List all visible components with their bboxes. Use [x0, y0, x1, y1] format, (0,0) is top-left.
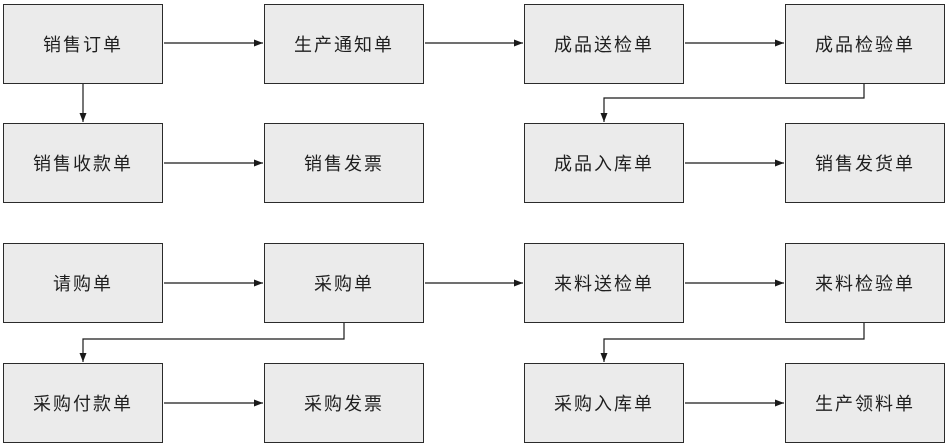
node-sales-invoice: 销售发票 — [264, 123, 424, 203]
node-purchase-invoice: 采购发票 — [264, 363, 424, 443]
node-sales-delivery-note: 销售发货单 — [785, 123, 945, 203]
node-sales-receipt: 销售收款单 — [3, 123, 163, 203]
node-purchase-payment: 采购付款单 — [3, 363, 163, 443]
edge-fg-inspection-report-to-fg-warehouse-in — [600, 84, 865, 122]
node-production-material-requisition: 生产领料单 — [785, 363, 945, 443]
node-purchase-order: 采购单 — [264, 243, 424, 323]
node-incoming-inspection-request: 来料送检单 — [524, 243, 684, 323]
edge-purchase-order-to-purchase-payment — [79, 323, 345, 362]
node-finished-goods-inspection-request: 成品送检单 — [524, 4, 684, 84]
node-purchase-requisition: 请购单 — [3, 243, 163, 323]
node-finished-goods-warehouse-in: 成品入库单 — [524, 123, 684, 203]
node-production-notice: 生产通知单 — [264, 4, 424, 84]
edge-incoming-inspection-report-to-purchase-warehouse-in — [600, 323, 865, 362]
node-sales-order: 销售订单 — [3, 4, 163, 84]
node-purchase-warehouse-in: 采购入库单 — [524, 363, 684, 443]
node-incoming-inspection-report: 来料检验单 — [785, 243, 945, 323]
node-finished-goods-inspection-report: 成品检验单 — [785, 4, 945, 84]
